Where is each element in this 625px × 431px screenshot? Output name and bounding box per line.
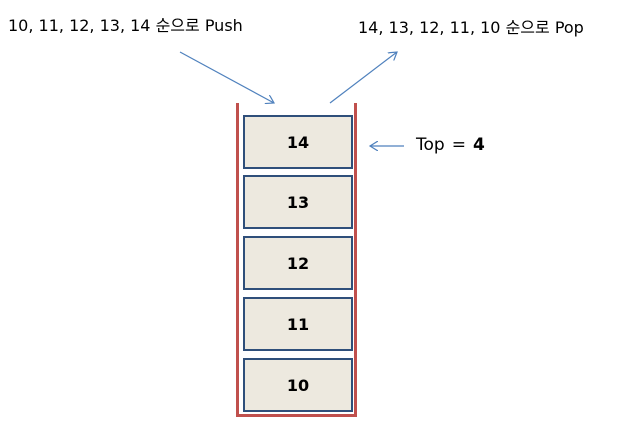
push-order-caption: 10, 11, 12, 13, 14 순으로 Push — [8, 16, 243, 35]
top-pointer-label: Top = 4 — [416, 135, 485, 155]
top-pointer-name: Top — [416, 135, 445, 155]
pop-order-caption: 14, 13, 12, 11, 10 순으로 Pop — [358, 18, 584, 37]
stack-item: 13 — [243, 175, 353, 229]
top-pointer-value: 4 — [472, 135, 485, 155]
stack-bottom-wall — [236, 414, 357, 417]
push-arrow — [179, 51, 274, 103]
pop-arrow — [329, 52, 397, 104]
stack-right-wall — [354, 103, 357, 417]
stack-item: 11 — [243, 297, 353, 351]
stack-item: 10 — [243, 358, 353, 412]
stack-item: 12 — [243, 236, 353, 290]
stack-left-wall — [236, 103, 239, 417]
stack-item: 14 — [243, 115, 353, 169]
top-pointer-equals: = — [451, 135, 466, 155]
